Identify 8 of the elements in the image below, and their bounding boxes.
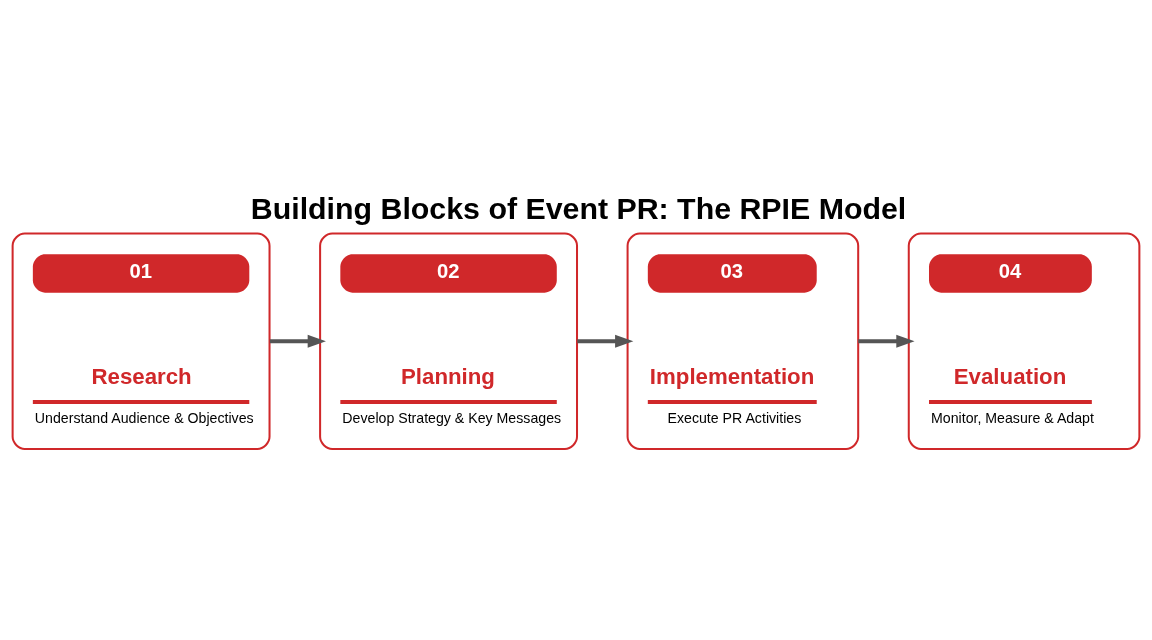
arrow bbox=[269, 334, 326, 348]
node-box: 02 Planning Develop Strategy & Key Messages bbox=[319, 232, 578, 450]
diagram-title: Building Blocks of Event PR: The RPIE Model bbox=[250, 191, 907, 225]
node-box: 03 Implementation Execute PR Activities bbox=[626, 232, 860, 450]
arrow bbox=[858, 334, 915, 348]
node-box: 04 Evaluation Monitor, Measure & Adapt bbox=[907, 232, 1141, 450]
node-box: 01 Research Understand Audience & Objectives bbox=[11, 232, 271, 450]
arrow bbox=[577, 334, 634, 348]
